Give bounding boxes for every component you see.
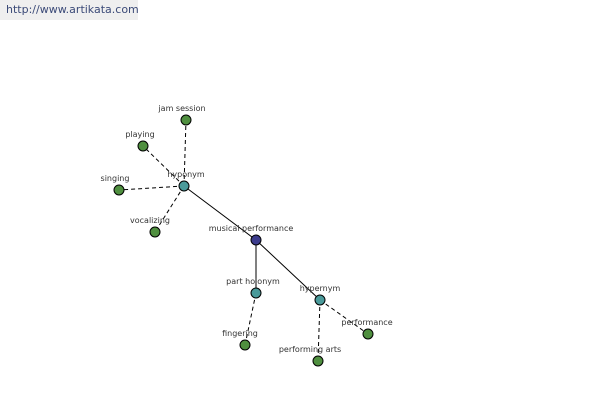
node-label-hypernym[interactable]: hypernym (300, 284, 341, 293)
nodes-layer: musical performance hyponym part holonym hy… (101, 104, 393, 367)
node-vocalizing[interactable]: vocalizing (130, 216, 170, 238)
node-label-singing[interactable]: singing (101, 174, 130, 183)
node-circle-part-holonym[interactable] (250, 287, 262, 299)
node-circle-performing-arts[interactable] (312, 355, 324, 367)
node-circle-hypernym[interactable] (314, 294, 326, 306)
node-label-part-holonym[interactable]: part holonym (226, 277, 280, 286)
node-label-jam-session[interactable]: jam session (157, 104, 205, 113)
node-label-vocalizing[interactable]: vocalizing (130, 216, 170, 225)
node-part-holonym[interactable]: part holonym (226, 277, 280, 299)
node-label-musical-performance[interactable]: musical performance (209, 224, 294, 233)
node-performance[interactable]: performance (341, 318, 393, 340)
edge-part-holonym-to-fingering (244, 292, 257, 346)
node-circle-hyponym[interactable] (178, 180, 190, 192)
edge-hyponym-to-singing (118, 185, 185, 191)
node-hyponym[interactable]: hyponym (167, 170, 205, 192)
node-label-performance[interactable]: performance (341, 318, 392, 327)
node-hypernym[interactable]: hypernym (300, 284, 341, 306)
node-singing[interactable]: singing (101, 174, 130, 196)
edges-layer (118, 119, 369, 362)
node-label-playing[interactable]: playing (125, 130, 154, 139)
node-circle-singing[interactable] (113, 184, 125, 196)
node-label-fingering[interactable]: fingering (222, 329, 258, 338)
node-circle-jam-session[interactable] (180, 114, 192, 126)
edge-musical-performance-to-hypernym (255, 239, 321, 301)
node-label-performing-arts[interactable]: performing arts (279, 345, 341, 354)
node-playing[interactable]: playing (125, 130, 155, 152)
node-circle-fingering[interactable] (239, 339, 251, 351)
node-performing-arts[interactable]: performing arts (279, 345, 341, 367)
source-url-banner[interactable]: http://www.artikata.com (0, 0, 139, 20)
edge-musical-performance-to-hyponym (183, 185, 257, 241)
node-fingering[interactable]: fingering (222, 329, 258, 351)
node-label-hyponym[interactable]: hyponym (167, 170, 205, 179)
node-circle-musical-performance[interactable] (250, 234, 262, 246)
node-jam-session[interactable]: jam session (157, 104, 206, 126)
node-circle-playing[interactable] (137, 140, 149, 152)
edge-hypernym-to-performance (319, 299, 369, 335)
edge-hypernym-to-performing-arts (317, 299, 321, 362)
node-musical-performance[interactable]: musical performance (209, 224, 294, 246)
edge-hyponym-to-playing (142, 145, 185, 187)
node-circle-performance[interactable] (362, 328, 374, 340)
node-circle-vocalizing[interactable] (149, 226, 161, 238)
edge-hyponym-to-vocalizing (154, 185, 185, 233)
